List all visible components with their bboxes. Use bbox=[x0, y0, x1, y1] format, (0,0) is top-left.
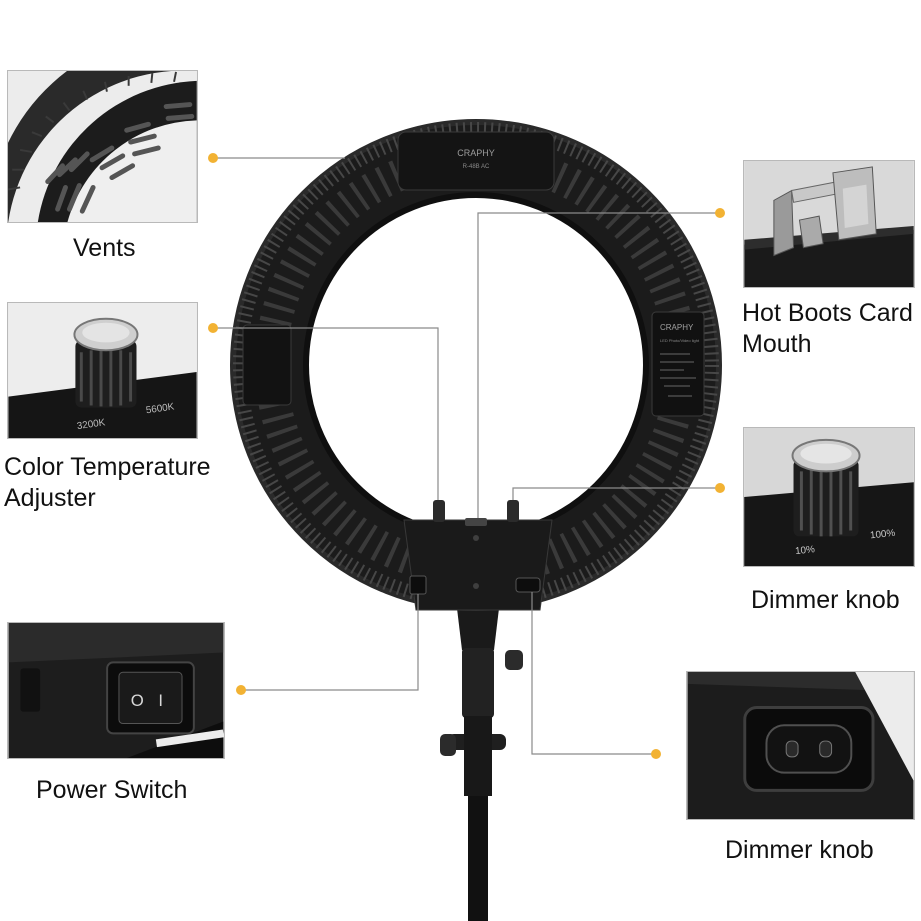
dimmer-2-callout-dot bbox=[651, 749, 661, 759]
side-text: LED Photo/Video light bbox=[660, 338, 700, 343]
side-label-plate: CRAPHY LED Photo/Video light bbox=[651, 311, 705, 417]
vents-callout-dot bbox=[208, 153, 218, 163]
brand-top: CRAPHY bbox=[457, 148, 495, 158]
power-switch-detail-photo: O I bbox=[7, 622, 225, 759]
power-switch-label: Power Switch bbox=[36, 776, 188, 804]
color-temperature-label: Color Temperature Adjuster bbox=[4, 452, 211, 514]
color-temp-right-mark: 5600K bbox=[145, 401, 175, 416]
dimmer-right-mark: 100% bbox=[870, 528, 896, 542]
color-temperature-label-line1: Color Temperature bbox=[4, 453, 211, 481]
color-temp-left-mark: 3200K bbox=[76, 417, 106, 432]
brand-side: CRAPHY bbox=[660, 323, 694, 332]
switch-on-symbol: I bbox=[158, 691, 163, 710]
vents-label: Vents bbox=[73, 234, 136, 262]
power-socket-detail-photo bbox=[686, 671, 915, 820]
hot-boots-label-line1: Hot Boots Card bbox=[742, 299, 913, 327]
dimmer-callout-dot bbox=[715, 483, 725, 493]
color-temperature-knob[interactable] bbox=[433, 500, 445, 522]
dimmer-knob-2-label: Dimmer knob bbox=[725, 836, 874, 864]
color-temperature-detail-photo: 3200K 5600K bbox=[7, 302, 198, 439]
vents-detail-photo bbox=[7, 70, 198, 223]
color-temp-callout-dot bbox=[208, 323, 218, 333]
power-switch[interactable] bbox=[409, 575, 427, 595]
hot-boots-label: Hot Boots Card Mouth bbox=[742, 298, 913, 360]
control-base bbox=[403, 500, 553, 611]
dimmer-left-mark: 10% bbox=[795, 544, 816, 557]
dimmer-knob-label: Dimmer knob bbox=[751, 586, 900, 614]
hot-boots-detail-photo bbox=[743, 160, 915, 288]
top-label-plate: CRAPHY R-48B AC bbox=[397, 131, 555, 191]
leader-lines bbox=[213, 157, 720, 755]
color-temperature-label-line2: Adjuster bbox=[4, 484, 96, 512]
dimmer-knob-detail-photo: 10% 100% bbox=[743, 427, 915, 567]
dimmer-knob[interactable] bbox=[507, 500, 519, 522]
model-top: R-48B AC bbox=[463, 164, 490, 170]
hot-shoe-mount bbox=[465, 518, 487, 526]
hot-boots-label-line2: Mouth bbox=[742, 330, 812, 358]
power-switch-callout-dot bbox=[236, 685, 246, 695]
hot-boots-callout-dot bbox=[715, 208, 725, 218]
left-panel-plate bbox=[242, 324, 292, 406]
light-stand bbox=[440, 600, 523, 921]
switch-off-symbol: O bbox=[131, 691, 144, 710]
power-socket bbox=[515, 577, 541, 593]
